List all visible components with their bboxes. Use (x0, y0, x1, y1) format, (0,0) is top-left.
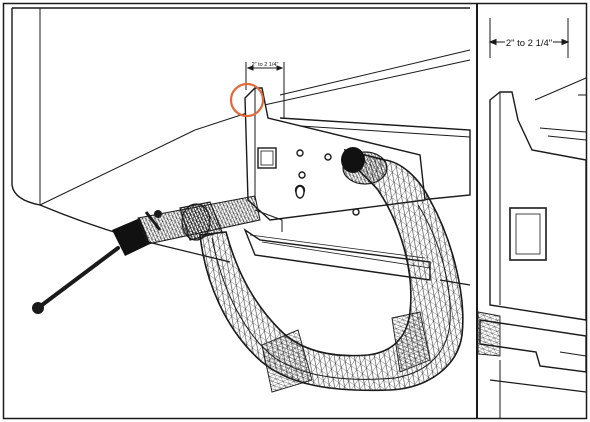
dimension-label-main: 2" to 2 1/4" (252, 62, 279, 68)
detail-bracket (479, 77, 587, 418)
dimension-marker-detail (488, 18, 570, 58)
callout-circle-icon (229, 82, 265, 118)
clamp-screw-end (112, 218, 150, 256)
c-clamp-icon (32, 147, 464, 393)
table-edge (159, 244, 471, 286)
clamp-handle (36, 246, 120, 310)
dimension-marker-main (245, 62, 285, 118)
main-view: 2" to 2 1/4" (11, 7, 471, 393)
detail-clamp-fragment (477, 311, 501, 357)
clamp-frame (199, 148, 464, 392)
dimension-label-detail: 2" to 2 1/4" (506, 38, 552, 49)
detail-view: 2" to 2 1/4" (477, 18, 587, 418)
clamp-top-pad (341, 147, 365, 173)
clamp-handle-knob (32, 302, 44, 314)
